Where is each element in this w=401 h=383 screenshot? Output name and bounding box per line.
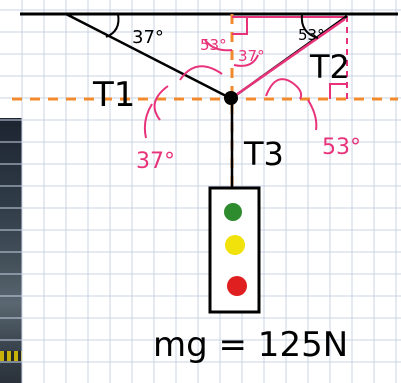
angle-arc-knot-upper-right — [265, 78, 303, 100]
label-angle-lower-right: 53° — [322, 135, 361, 160]
label-angle-top-left: 53° — [200, 36, 227, 54]
traffic-light-green — [224, 203, 242, 221]
right-angle-mark-right — [329, 83, 347, 99]
label-t1: T1 — [92, 75, 135, 115]
label-weight: mg = 125N — [153, 325, 348, 365]
right-angle-mark-top — [232, 17, 248, 35]
angle-arc-knot-lower-right — [307, 99, 318, 131]
rope-t1 — [65, 12, 231, 100]
angle-arc-ceiling-left — [105, 13, 120, 38]
angle-arc-lower-left-big — [143, 103, 153, 139]
background-photo-strip — [0, 118, 22, 383]
traffic-light-yellow — [225, 235, 245, 255]
angle-arc-knot-upper-left — [179, 65, 223, 81]
knot — [224, 91, 238, 105]
rope-t2-pink-overlay — [235, 17, 346, 97]
label-t2: T2 — [309, 48, 350, 86]
angle-arc-top-right — [233, 54, 259, 67]
label-angle-top-right: 37° — [238, 47, 265, 65]
label-angle-lower-left: 37° — [136, 149, 175, 174]
angle-arc-knot-lower-left — [153, 85, 169, 121]
traffic-light-red — [227, 276, 247, 296]
label-angle-ceiling-right: 53° — [298, 26, 325, 44]
angle-arc-top-left — [204, 39, 233, 52]
label-t3: T3 — [243, 135, 284, 173]
label-angle-ceiling-left: 37° — [132, 27, 164, 48]
angle-arc-ceiling-right — [300, 13, 319, 39]
